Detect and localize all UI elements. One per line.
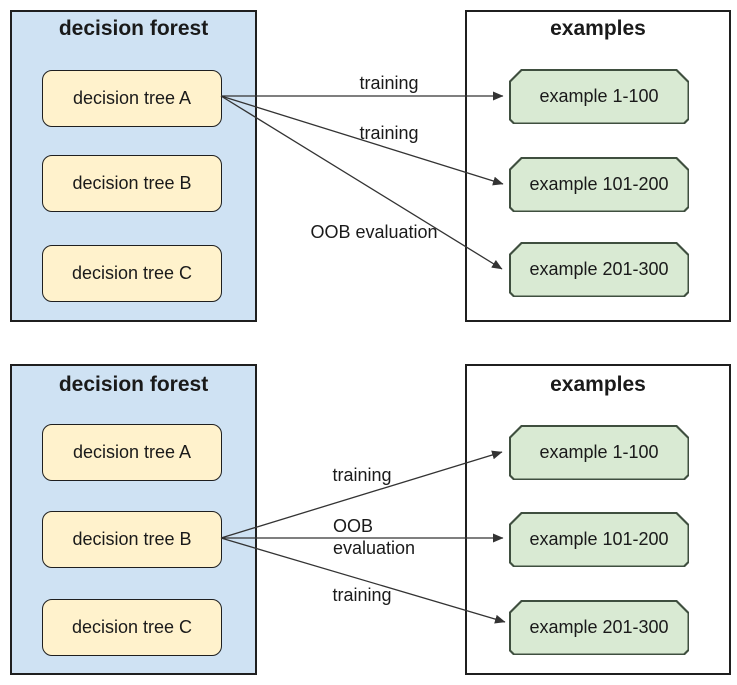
decision-forest-title: decision forest <box>58 17 209 40</box>
arrow-label-oob-evaluation: OOB evaluation <box>310 222 438 242</box>
tree-node-label: decision tree A <box>72 88 192 108</box>
example-node-label: example 201-300 <box>529 617 669 637</box>
tree-node-a: decision tree A <box>42 424 222 481</box>
examples-box-top: examples example 1-100 example 101-200 e… <box>465 10 731 322</box>
arrow-label-training-3: training <box>332 465 392 485</box>
tree-node-label: decision tree C <box>71 263 193 283</box>
tree-node-a: decision tree A <box>42 70 222 127</box>
tree-node-c: decision tree C <box>42 245 222 302</box>
example-node-shape: example 101-200 <box>511 514 688 566</box>
example-node-label: example 101-200 <box>529 174 669 194</box>
example-node-label: example 1-100 <box>539 442 659 462</box>
tree-node-label: decision tree B <box>72 529 192 549</box>
decision-forest-box-top: decision forest decision tree A decision… <box>10 10 257 322</box>
examples-box-bottom: examples example 1-100 example 101-200 e… <box>465 364 731 675</box>
example-node-shape: example 1-100 <box>511 71 688 123</box>
decision-forest-title: decision forest <box>58 373 209 396</box>
example-node-label: example 201-300 <box>529 259 669 279</box>
example-node-shape: example 1-100 <box>511 427 688 479</box>
example-node-201-300: example 201-300 <box>509 600 689 655</box>
examples-title: examples <box>550 17 646 40</box>
example-node-1-100: example 1-100 <box>509 69 689 124</box>
example-node-shape: example 201-300 <box>511 602 688 654</box>
examples-title: examples <box>550 373 646 396</box>
example-node-shape: example 201-300 <box>511 244 688 296</box>
decision-forest-box-bottom: decision forest decision tree A decision… <box>10 364 257 675</box>
arrow-label-oob-evaluation-2: OOB evaluation <box>333 516 416 558</box>
tree-node-c: decision tree C <box>42 599 222 656</box>
example-node-101-200: example 101-200 <box>509 157 689 212</box>
tree-node-label: decision tree A <box>72 442 192 462</box>
example-node-shape: example 101-200 <box>511 159 688 211</box>
example-node-201-300: example 201-300 <box>509 242 689 297</box>
tree-node-b: decision tree B <box>42 511 222 568</box>
arrow-label-training-2: training <box>359 123 419 143</box>
tree-node-label: decision tree B <box>72 173 192 193</box>
arrow-label-training-4: training <box>332 585 392 605</box>
example-node-101-200: example 101-200 <box>509 512 689 567</box>
tree-node-b: decision tree B <box>42 155 222 212</box>
example-node-1-100: example 1-100 <box>509 425 689 480</box>
example-node-label: example 1-100 <box>539 86 659 106</box>
tree-node-label: decision tree C <box>71 617 193 637</box>
example-node-label: example 101-200 <box>529 529 669 549</box>
arrow-label-training-1: training <box>359 73 419 93</box>
